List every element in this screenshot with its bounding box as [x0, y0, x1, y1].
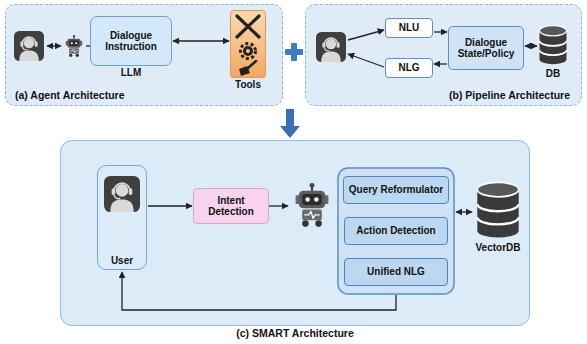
- panel-ground: [5, 4, 283, 106]
- down-arrow: [280, 109, 300, 138]
- node-label: Tools: [232, 79, 264, 91]
- node-label: LLM: [118, 67, 145, 79]
- box-label: Intent Detection: [194, 195, 268, 218]
- box-label: Query Reformulator: [346, 184, 446, 196]
- panel-ground: [60, 140, 530, 326]
- connector-arrow: [525, 45, 537, 46]
- database-cylinder: [477, 182, 518, 237]
- process-box: Dialogue State/Policy: [448, 26, 524, 70]
- tool-icons: [237, 16, 259, 76]
- module-box: Query Reformulator: [343, 176, 449, 204]
- panel-caption: (a) Agent Architecture: [12, 89, 128, 101]
- panel: NLUNLGDialogue State/PolicyDB(b) Pipelin…: [305, 4, 582, 106]
- connector-arrow: [173, 40, 229, 41]
- box-label: Unified NLG: [364, 266, 428, 278]
- user-box: User: [97, 165, 147, 270]
- panel: Dialogue InstructionLLMTools(a) Agent Ar…: [5, 4, 283, 106]
- database-cylinder: [540, 26, 567, 65]
- plus-sign: [285, 43, 303, 61]
- panel-caption: (c) SMART Architecture: [233, 327, 356, 339]
- arrow: [456, 211, 472, 212]
- box-label: Dialogue State/Policy: [449, 37, 523, 60]
- panel-caption: (b) Pipeline Architecture: [446, 89, 573, 101]
- user-icon: [104, 176, 140, 212]
- instruction-box: Dialogue InstructionLLM: [90, 16, 172, 66]
- box-label: NLG: [395, 62, 422, 74]
- panel-ground: [305, 4, 582, 106]
- arrow: [348, 30, 384, 40]
- connector-arrow: [148, 205, 192, 206]
- box-label: Dialogue Instruction: [91, 30, 171, 53]
- tools-box: Tools: [230, 10, 266, 78]
- connector-arrow: [434, 63, 447, 64]
- node-label: DB: [543, 68, 563, 80]
- tools-ground: [230, 10, 266, 78]
- arrow: [268, 205, 288, 206]
- arrow: [47, 45, 61, 46]
- box-label: NLU: [396, 22, 423, 34]
- process-box: NLU: [385, 18, 433, 38]
- database: VectorDB: [475, 180, 521, 240]
- database: DB: [538, 24, 568, 66]
- box-label: Action Detection: [353, 225, 438, 237]
- panel: User Intent Detection Query ReformulatorAc…: [60, 140, 530, 326]
- process-box: Intent Detection: [193, 188, 269, 224]
- module-container: [338, 168, 454, 294]
- module-box: Unified NLG: [344, 258, 448, 286]
- connector-arrow: [434, 31, 447, 32]
- user-icon: [14, 31, 44, 61]
- module-box: Action Detection: [344, 217, 448, 245]
- robot-icon: [296, 183, 329, 227]
- robot-icon: [66, 35, 83, 57]
- user-icon: [316, 32, 346, 62]
- node-label: User: [108, 255, 136, 267]
- arrow: [348, 54, 384, 67]
- node-label: VectorDB: [472, 242, 523, 254]
- process-box: NLG: [385, 58, 433, 78]
